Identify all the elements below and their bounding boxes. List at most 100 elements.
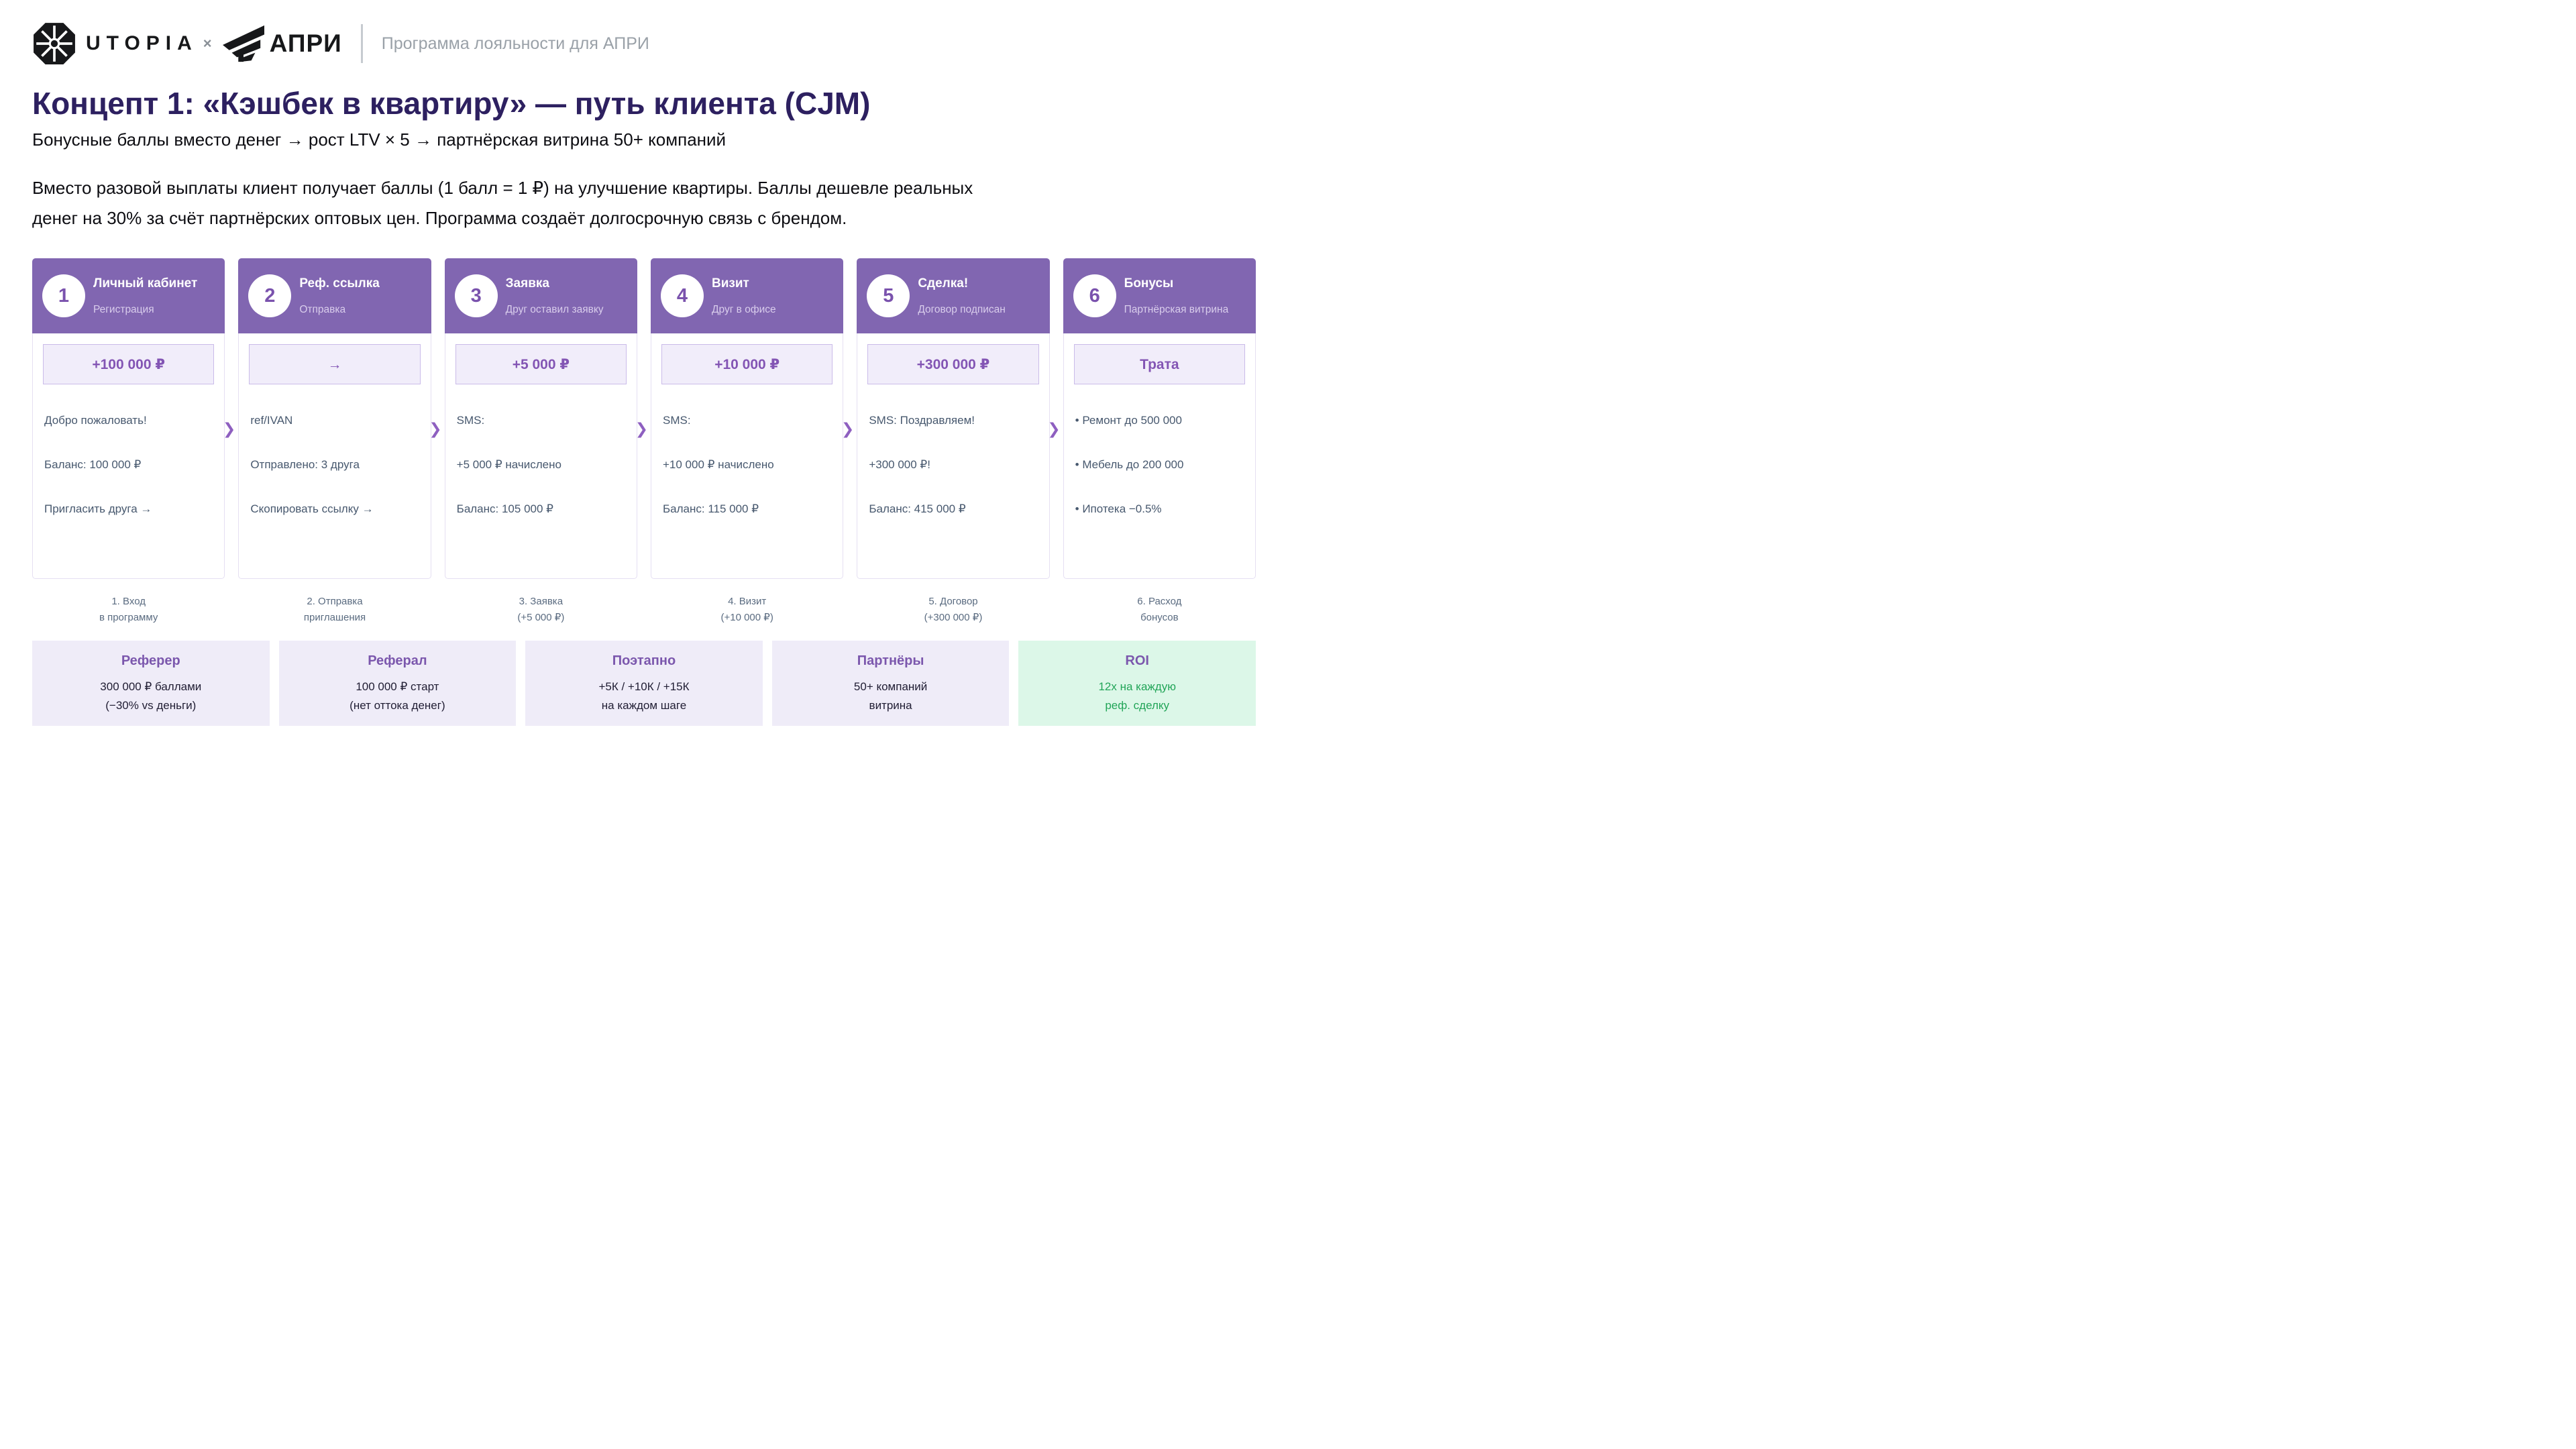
caption-line-1: 3. Заявка	[519, 596, 564, 608]
caption-line-2: бонусов	[1140, 611, 1179, 623]
summary-heading: Партнёры	[857, 653, 924, 668]
step-header-text: Личный кабинет Регистрация	[93, 276, 197, 316]
step-reward-badge: +10 000 ₽	[661, 344, 833, 385]
journey-step-card: 6 Бонусы Партнёрская витрина Трата • Рем…	[1063, 258, 1256, 580]
step-caption: 5. Договор (+300 000 ₽)	[857, 594, 1049, 625]
step-header-text: Заявка Друг оставил заявку	[506, 276, 604, 316]
summary-card: Реферер 300 000 ₽ баллами (−30% vs деньг…	[32, 640, 270, 726]
step-text-line: • Ипотека −0.5%	[1075, 502, 1162, 516]
step-title: Визит	[712, 276, 749, 290]
step-number: 3	[470, 284, 482, 307]
brand-cross: ×	[203, 35, 212, 52]
summary-heading: Реферер	[121, 653, 180, 668]
step-text-line: Баланс: 115 000 ₽	[663, 502, 759, 516]
step-number-badge: 5	[867, 274, 910, 318]
journey-step-card: 4 Визит Друг в офисе +10 000 ₽ SMS:+10 0…	[651, 258, 854, 580]
step-action-link[interactable]: Скопировать ссылку →	[250, 502, 374, 516]
step-number: 1	[58, 284, 70, 307]
description-line-1: Вместо разовой выплаты клиент получает б…	[32, 177, 973, 198]
page: UTOPIA × АПРИ Программа лояльности для А…	[0, 0, 1288, 739]
step-number-badge: 1	[42, 274, 85, 318]
step-text-line: SMS:	[663, 414, 691, 427]
chevron-right-icon: ❯	[429, 420, 442, 438]
chevron-right-icon: ❯	[1047, 420, 1061, 438]
step-body: +300 000 ₽ SMS: Поздравляем!+300 000 ₽!Б…	[857, 333, 1049, 516]
step-reward-badge: →	[249, 344, 421, 385]
step-body: +100 000 ₽ Добро пожаловать!Баланс: 100 …	[33, 333, 224, 516]
summary-heading: Поэтапно	[612, 653, 676, 668]
step-header: 6 Бонусы Партнёрская витрина	[1063, 258, 1256, 334]
chevron-right-icon: ❯	[841, 420, 855, 438]
step-number: 2	[264, 284, 276, 307]
caption-line-2: приглашения	[303, 611, 366, 623]
step-title: Сделка!	[918, 276, 969, 290]
step-text-line: +10 000 ₽ начислено	[663, 458, 774, 472]
step-number-badge: 2	[248, 274, 292, 318]
step-text-line: +5 000 ₽ начислено	[456, 458, 561, 472]
step-action-link[interactable]: Пригласить друга →	[44, 502, 152, 516]
caption-line-1: 5. Договор	[928, 596, 978, 608]
caption-line-2: в программу	[99, 611, 158, 623]
step-title: Заявка	[505, 276, 549, 290]
step-number-badge: 6	[1073, 274, 1116, 318]
caption-line-1: 6. Расход	[1137, 596, 1182, 608]
description-paragraph: Вместо разовой выплаты клиент получает б…	[32, 173, 1256, 233]
step-subtitle: Друг оставил заявку	[505, 303, 604, 315]
caption-line-1: 4. Визит	[728, 596, 767, 608]
summary-line-2: на каждом шаге	[601, 698, 687, 712]
step-subtitle: Регистрация	[93, 303, 154, 315]
summary-card: ROI 12x на каждую реф. сделку	[1018, 640, 1256, 726]
utopia-wordmark: UTOPIA	[86, 32, 198, 54]
summary-heading: Реферал	[368, 653, 427, 668]
step-lines: SMS: Поздравляем!+300 000 ₽!Баланс: 415 …	[867, 384, 1038, 516]
step-number-badge: 3	[454, 274, 498, 318]
step-reward-badge: +5 000 ₽	[455, 344, 627, 385]
apri-wing-icon	[222, 25, 264, 62]
step-text-line: Добро пожаловать!	[44, 414, 147, 427]
summary-line-2: витрина	[869, 698, 912, 712]
summary-line-1: 300 000 ₽ баллами	[100, 680, 202, 693]
step-number: 5	[883, 284, 894, 307]
summary-card: Партнёры 50+ компаний витрина	[771, 640, 1010, 726]
chevron-right-icon: ❯	[223, 420, 236, 438]
step-caption: 3. Заявка (+5 000 ₽)	[445, 594, 637, 625]
step-number: 4	[676, 284, 688, 307]
step-header-text: Визит Друг в офисе	[712, 276, 776, 316]
step-captions-row: 1. Вход в программу 2. Отправка приглаше…	[32, 594, 1256, 625]
journey-step-card: 3 Заявка Друг оставил заявку +5 000 ₽ SM…	[444, 258, 648, 580]
step-reward-badge: +300 000 ₽	[867, 344, 1039, 385]
step-text-line: SMS:	[456, 414, 485, 427]
step-header: 2 Реф. ссылка Отправка	[238, 258, 431, 334]
step-header: 3 Заявка Друг оставил заявку	[444, 258, 637, 334]
step-caption: 4. Визит (+10 000 ₽)	[651, 594, 843, 625]
step-number-badge: 4	[661, 274, 704, 318]
step-text-line: Баланс: 100 000 ₽	[44, 458, 142, 472]
header-tagline: Программа лояльности для АПРИ	[381, 34, 649, 53]
description-line-2: денег на 30% за счёт партнёрских оптовых…	[32, 207, 847, 228]
apri-wordmark: АПРИ	[269, 30, 342, 57]
step-subtitle: Партнёрская витрина	[1124, 303, 1229, 315]
step-title: Личный кабинет	[93, 276, 198, 290]
caption-line-1: 2. Отправка	[307, 596, 363, 608]
step-header: 4 Визит Друг в офисе	[651, 258, 844, 334]
step-text-line: SMS: Поздравляем!	[869, 414, 975, 427]
chevron-right-icon: ❯	[635, 420, 648, 438]
step-number: 6	[1089, 284, 1100, 307]
summary-row: Реферер 300 000 ₽ баллами (−30% vs деньг…	[32, 640, 1256, 726]
step-caption: 1. Вход в программу	[32, 594, 225, 625]
brand-header: UTOPIA × АПРИ Программа лояльности для А…	[32, 19, 1256, 68]
summary-line-1: 100 000 ₽ старт	[356, 680, 439, 693]
step-text-line: • Мебель до 200 000	[1075, 458, 1184, 472]
caption-line-2: (+10 000 ₽)	[720, 611, 773, 623]
summary-line-2: (нет оттока денег)	[350, 698, 445, 712]
utopia-logo-icon	[34, 23, 75, 64]
step-header-text: Бонусы Партнёрская витрина	[1124, 276, 1229, 316]
step-text-line: • Ремонт до 500 000	[1075, 414, 1182, 427]
step-header: 1 Личный кабинет Регистрация	[32, 258, 225, 334]
